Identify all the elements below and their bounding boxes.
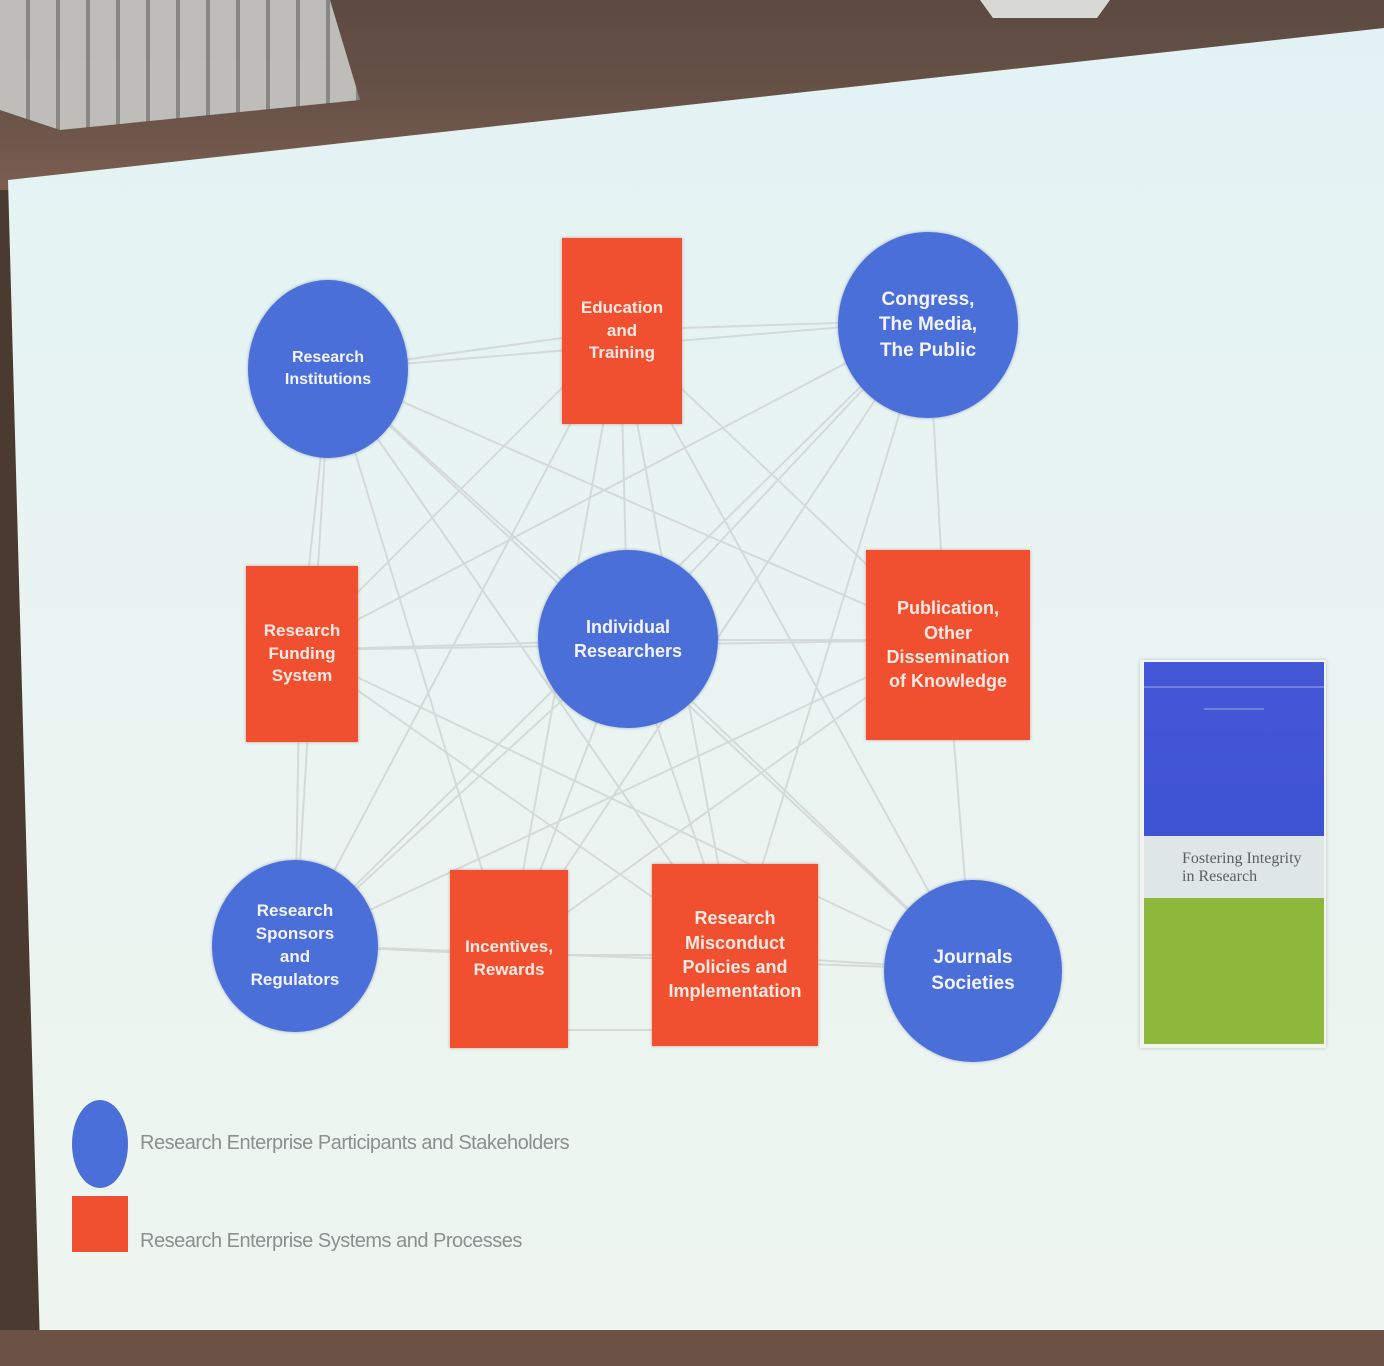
book-title: Fostering Integrity in Research [1182,850,1302,886]
ceiling-fixture [980,0,1110,18]
node-research-funding-system: Research Funding System [246,566,358,742]
legend-square-icon [72,1196,128,1252]
node-congress-media-public: Congress, The Media, The Public [838,232,1018,418]
node-research-misconduct-policies: Research Misconduct Policies and Impleme… [652,864,818,1046]
node-label: Congress, The Media, The Public [878,288,978,361]
node-education-training: Education and Training [562,238,682,424]
node-label: Education and Training [580,297,664,363]
book-title-band [1144,836,1324,898]
node-label: Research Misconduct Policies and Impleme… [668,908,802,1002]
node-publication-dissemination: Publication, Other Dissemination of Know… [866,550,1030,740]
node-label: Individual Researchers [573,616,683,661]
legend-systems-label: Research Enterprise Systems and Processe… [140,1230,522,1252]
legend-participants-label: Research Enterprise Participants and Sta… [140,1132,570,1154]
node-label: Incentives, Rewards [465,937,553,979]
node-research-institutions: Research Institutions [248,280,408,458]
node-individual-researchers: Individual Researchers [538,550,718,728]
book-cover: Fostering Integrity in Research [1140,660,1326,1048]
node-label: Research Sponsors and Regulators [250,901,340,989]
legend-circle-icon [72,1100,128,1188]
node-research-sponsors-regulators: Research Sponsors and Regulators [212,860,378,1032]
node-label: Publication, Other Dissemination of Know… [886,598,1010,692]
node-label: Research Funding System [263,620,341,686]
book-cover-green-panel [1144,898,1324,1044]
node-journals-societies: Journals Societies [884,880,1062,1062]
node-label: Research Institutions [284,349,372,388]
node-incentives-rewards: Incentives, Rewards [450,870,568,1048]
screen-bottom-edge [0,1330,1384,1366]
node-label: Journals Societies [931,947,1015,994]
